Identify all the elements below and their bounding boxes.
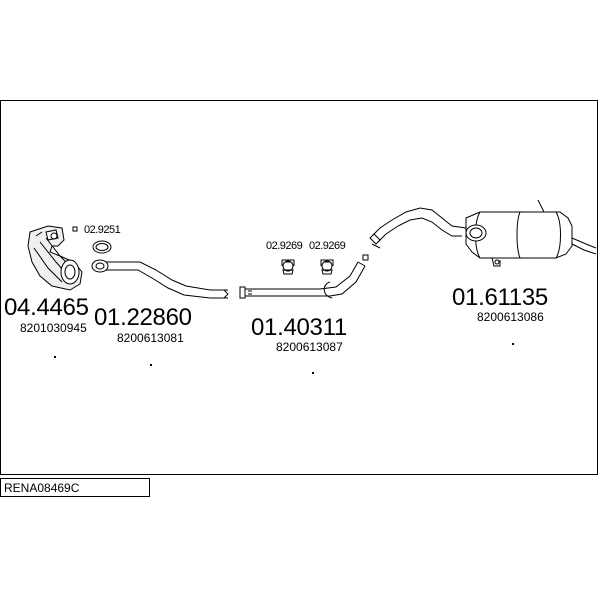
part-number-rear-silencer[interactable]: 01.61135 bbox=[452, 284, 548, 311]
diagram-code-box: RENA08469C bbox=[0, 478, 150, 497]
reference-dot bbox=[512, 343, 514, 345]
accessory-number-gasket[interactable]: 02.9251 bbox=[84, 224, 121, 236]
reference-dot bbox=[54, 356, 56, 358]
oem-number-front-pipe: 8200613081 bbox=[117, 331, 184, 345]
diagram-code: RENA08469C bbox=[4, 481, 80, 495]
part-number-catalytic-converter[interactable]: 04.4465 bbox=[4, 294, 89, 321]
diagram-frame bbox=[0, 100, 598, 475]
oem-number-middle-pipe: 8200613087 bbox=[276, 340, 343, 354]
reference-dot bbox=[312, 372, 314, 374]
accessory-number-clamp-1[interactable]: 02.9269 bbox=[266, 240, 303, 252]
hanger-hook-illustration[interactable] bbox=[323, 281, 333, 299]
part-number-front-pipe[interactable]: 01.22860 bbox=[94, 304, 192, 331]
front-pipe-illustration[interactable] bbox=[91, 259, 229, 299]
catalytic-converter-illustration[interactable] bbox=[27, 225, 83, 291]
reference-dot bbox=[150, 364, 152, 366]
oem-number-catalytic-converter: 8201030945 bbox=[20, 321, 87, 335]
part-number-middle-pipe[interactable]: 01.40311 bbox=[251, 314, 347, 341]
oem-number-rear-silencer: 8200613086 bbox=[477, 310, 544, 324]
clamp-illustration-1[interactable] bbox=[281, 259, 295, 275]
clamp-illustration-2[interactable] bbox=[320, 259, 334, 275]
rear-silencer-illustration[interactable] bbox=[369, 199, 597, 267]
accessory-number-clamp-2[interactable]: 02.9269 bbox=[309, 240, 346, 252]
gasket-illustration[interactable] bbox=[72, 226, 112, 254]
middle-pipe-illustration[interactable] bbox=[239, 254, 369, 299]
